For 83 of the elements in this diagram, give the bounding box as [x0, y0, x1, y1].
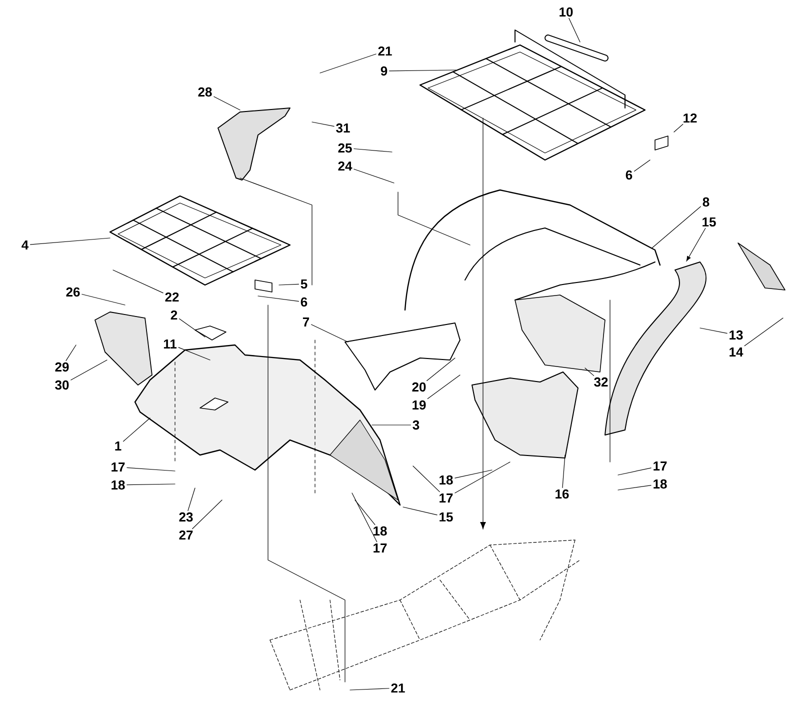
- leader-line: [568, 18, 580, 42]
- callout-number: 5: [300, 279, 308, 289]
- leader-line: [188, 488, 196, 511]
- callout-number: 16: [556, 489, 569, 499]
- leader-line: [70, 360, 108, 380]
- callout-number: 19: [412, 400, 426, 410]
- callout-number: 25: [338, 143, 352, 153]
- leader-line: [700, 328, 728, 334]
- leader-line: [354, 168, 394, 184]
- leader-line: [389, 70, 456, 72]
- leader-line: [178, 347, 210, 360]
- callout-number: 18: [654, 479, 667, 489]
- leader-line: [354, 500, 376, 525]
- leader-line: [320, 54, 376, 74]
- callout-number: 22: [165, 292, 179, 302]
- callout-number: 12: [684, 113, 697, 123]
- leader-line: [427, 374, 460, 399]
- callout-number: 26: [66, 287, 80, 297]
- leader-line: [179, 318, 206, 338]
- leader-line: [426, 358, 456, 381]
- leader-line: [350, 688, 390, 690]
- leader-line: [123, 418, 150, 442]
- callout-number: 32: [594, 377, 608, 387]
- callout-number: 17: [374, 544, 387, 552]
- leader-line: [562, 454, 566, 488]
- leader-line: [744, 318, 784, 346]
- callout-number: 3: [412, 420, 420, 430]
- leader-line: [618, 484, 652, 490]
- callout-number: 6: [300, 297, 308, 307]
- callout-number: 9: [380, 66, 388, 76]
- callout-number: 7: [302, 318, 310, 326]
- leader-line: [112, 270, 164, 294]
- callout-number: 11: [164, 340, 177, 348]
- callout-number: 21: [378, 46, 392, 56]
- callout-number: 17: [654, 462, 667, 470]
- leader-line: [652, 206, 701, 248]
- callout-number: 30: [55, 380, 69, 390]
- leader-line: [634, 160, 650, 172]
- callout-number: 13: [730, 330, 743, 340]
- callout-number: 6: [626, 170, 632, 180]
- callout-number: 14: [730, 348, 744, 356]
- callout-number: 31: [336, 123, 350, 133]
- callout-number: 15: [702, 217, 716, 227]
- leader-line: [192, 500, 222, 530]
- callout-number: 21: [391, 683, 405, 693]
- callout-number: 17: [440, 494, 453, 502]
- leader-line: [412, 466, 440, 492]
- leader-line: [82, 294, 126, 306]
- callout-number: 20: [412, 382, 426, 392]
- callout-number: 4: [22, 240, 29, 250]
- leader-line: [278, 284, 299, 286]
- leader-line: [312, 122, 334, 127]
- leader-line: [454, 462, 510, 494]
- callout-number: 18: [440, 475, 453, 485]
- leader-line: [402, 506, 438, 516]
- callout-number: 17: [112, 462, 125, 472]
- leader-line: [352, 492, 378, 542]
- callout-number: 27: [179, 530, 193, 540]
- callout-number: 8: [702, 197, 710, 207]
- leader-line: [354, 148, 392, 152]
- callout-number: 15: [440, 512, 453, 522]
- callout-number: 28: [198, 87, 212, 97]
- leader-line: [674, 124, 684, 132]
- callout-number: 10: [560, 7, 573, 17]
- callout-number: 2: [170, 310, 178, 320]
- leader-line: [214, 96, 240, 110]
- callout-number: 18: [112, 480, 125, 490]
- callout-number: 1: [115, 442, 122, 450]
- leader-line: [372, 424, 411, 426]
- leader-line: [618, 468, 652, 476]
- leader-line: [686, 228, 706, 262]
- leader-line: [311, 324, 348, 342]
- leader-line: [126, 467, 176, 472]
- leader-line: [66, 344, 76, 361]
- leader-line: [126, 484, 176, 486]
- leader-line: [30, 238, 110, 245]
- leader-line: [584, 368, 594, 376]
- callout-number: 29: [55, 362, 69, 372]
- callout-number: 18: [374, 526, 387, 536]
- leader-line: [258, 296, 299, 302]
- callout-number: 23: [179, 512, 193, 522]
- callout-number: 24: [338, 161, 352, 171]
- leader-line: [454, 470, 492, 478]
